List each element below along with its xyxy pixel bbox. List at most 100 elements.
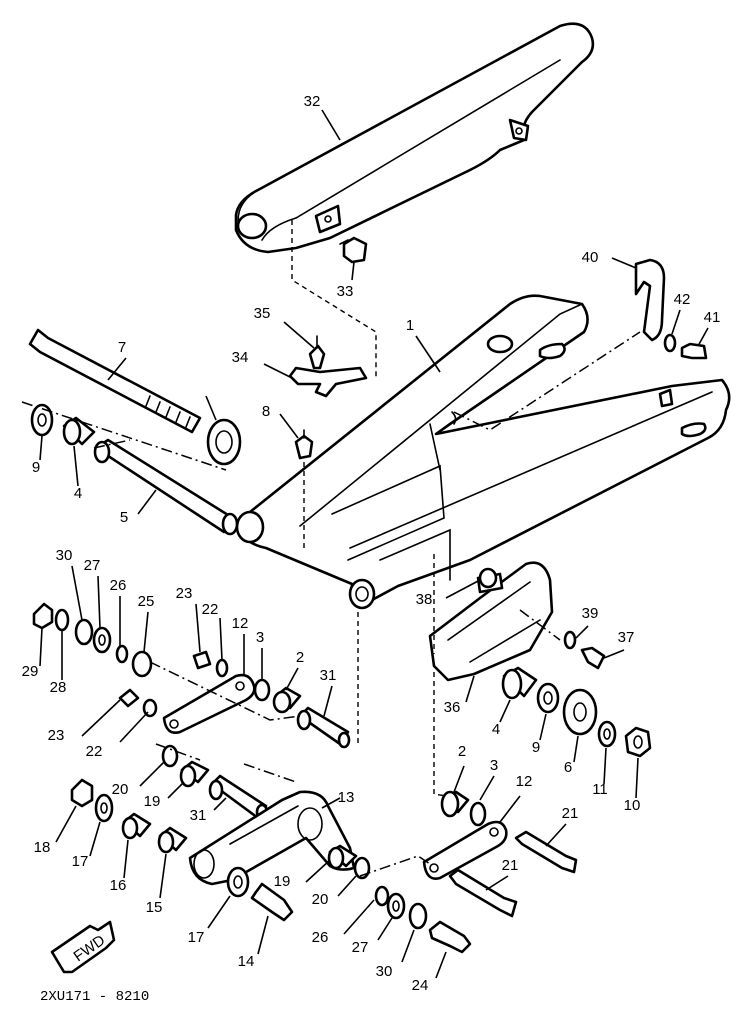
callout-number: 28 [50, 679, 67, 696]
leader-line [697, 327, 709, 347]
callout-number: 31 [190, 807, 207, 824]
oil-seal-27b [386, 892, 406, 920]
leader-line [285, 667, 299, 691]
grease-nipple [294, 429, 314, 460]
chain-guide-bracket [288, 366, 368, 398]
callout-number: 19 [144, 793, 161, 810]
callout-number: 6 [564, 759, 572, 776]
callout-number: 36 [444, 699, 461, 716]
leader-line [283, 321, 315, 349]
leader-line [465, 675, 475, 703]
callout-number: 30 [56, 547, 73, 564]
leader-line [257, 915, 269, 955]
callout-number: 20 [312, 891, 329, 908]
callout-number: 23 [48, 727, 65, 744]
pivot-nut [206, 418, 242, 466]
bushing-16 [121, 812, 152, 840]
callout-number: 9 [32, 459, 40, 476]
leader-line [279, 413, 299, 439]
bolt-23b [118, 688, 140, 708]
callout-number: 22 [86, 743, 103, 760]
washer-22a [215, 658, 229, 678]
leader-line [337, 875, 357, 897]
chain-case-bolt [339, 236, 368, 264]
bolt-37 [580, 646, 606, 670]
collar [93, 438, 239, 536]
leader-line [323, 685, 333, 717]
bearing-left [62, 416, 96, 446]
leader-line [167, 781, 185, 799]
leader-line [119, 711, 149, 743]
callout-number: 30 [376, 963, 393, 980]
leader-line [321, 797, 341, 809]
leader-line [321, 109, 341, 141]
connecting-rod-upper [162, 673, 256, 734]
callout-number: 3 [256, 629, 264, 646]
washer-11 [597, 720, 617, 748]
leader-line [453, 765, 465, 793]
leader-line [603, 649, 625, 659]
leader-line [343, 899, 375, 935]
leader-line [305, 859, 331, 883]
callout-number: 21 [502, 857, 519, 874]
leader-line [435, 951, 447, 979]
leader-line [195, 603, 201, 653]
bolt-41 [680, 342, 708, 360]
leader-line [377, 917, 393, 941]
callout-number: 16 [110, 877, 127, 894]
assembly-lines [21, 220, 641, 877]
drawing-code: 2XU171 - 8210 [40, 989, 149, 1005]
bolt-21b [448, 868, 518, 918]
leader-line [445, 579, 481, 599]
nut-29 [32, 602, 54, 630]
callout-number: 8 [262, 403, 270, 420]
collar-17a [94, 793, 114, 823]
bearing-right [501, 666, 538, 700]
leader-line [485, 875, 509, 891]
callout-number: 12 [516, 773, 533, 790]
bolt-38 [478, 567, 498, 589]
bearing-20b [353, 856, 371, 880]
collar-31a [296, 706, 351, 749]
callout-number: 18 [34, 839, 51, 856]
nut-10 [624, 726, 652, 758]
callout-number: 41 [704, 309, 721, 326]
leader-line [263, 363, 293, 379]
leader-line [81, 699, 121, 737]
callout-number: 39 [582, 605, 599, 622]
leader-line [575, 625, 589, 639]
leader-line [207, 895, 231, 929]
thrust-cover-right [536, 682, 560, 714]
callout-number: 5 [120, 509, 128, 526]
callout-number: 38 [416, 591, 433, 608]
callout-number: 14 [238, 953, 255, 970]
circlip-26b [374, 885, 390, 907]
leader-line [671, 309, 681, 335]
callout-number: 33 [337, 283, 354, 300]
callout-number: 13 [338, 789, 355, 806]
collar-30b [408, 902, 428, 930]
callout-number: 12 [232, 615, 249, 632]
callout-number: 27 [352, 939, 369, 956]
bearing-20a [161, 744, 179, 768]
leader-line [351, 261, 355, 281]
callout-number: 4 [492, 721, 500, 738]
callout-number: 20 [112, 781, 129, 798]
collar-31b [208, 774, 269, 821]
callout-number: 2 [458, 743, 466, 760]
pivot-shaft [28, 328, 202, 434]
rivet [308, 335, 326, 370]
swing-arm [235, 294, 731, 610]
callout-number: 40 [582, 249, 599, 266]
bearing-2a [272, 686, 302, 714]
leader-line [499, 699, 511, 723]
leader-line [539, 713, 547, 741]
callout-number: 9 [532, 739, 540, 756]
bearing-19b [327, 844, 358, 870]
leader-line [213, 797, 227, 811]
callout-number: 2 [296, 649, 304, 666]
leader-line [479, 775, 495, 801]
